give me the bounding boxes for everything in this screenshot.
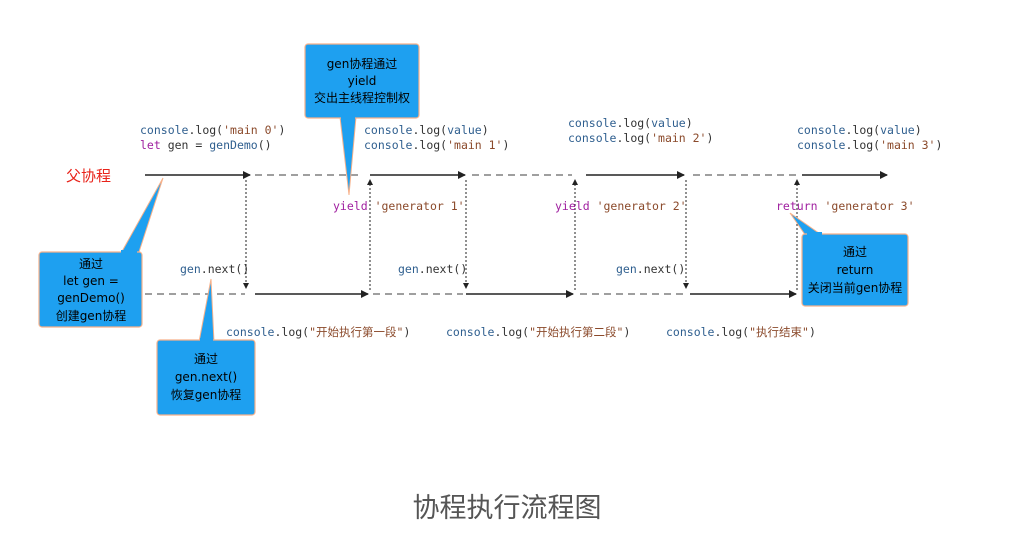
code-gen-next-1: gen.next() <box>180 262 249 276</box>
callout-close-gen-box <box>801 233 909 307</box>
code-log-start-1: console.log("开始执行第一段") <box>226 325 410 339</box>
callout-yield-control-line-2: yield <box>348 74 377 88</box>
callout-yield-control-tail <box>339 116 357 196</box>
code-log-value-1: console.log(value) <box>364 123 489 137</box>
code-main1-log: console.log('main 1') <box>364 138 509 152</box>
callout-resume-gen-tail <box>198 278 215 343</box>
callout-create-gen: 通过 let gen = genDemo() 创建gen协程 <box>38 177 164 328</box>
callout-create-gen-line-1: 通过 <box>79 257 103 271</box>
code-yield-1: yield 'generator 1' <box>333 199 465 213</box>
code-gen-next-2: gen.next() <box>398 262 467 276</box>
code-log-value-2: console.log(value) <box>568 116 693 130</box>
callout-create-gen-box <box>38 251 143 328</box>
code-return-3: return 'generator 3' <box>776 199 915 213</box>
callout-yield-control: gen协程通过 yield 交出主线程控制权 <box>304 43 420 196</box>
callout-yield-control-box <box>304 43 420 119</box>
code-main0-log: console.log('main 0') <box>140 123 285 137</box>
callout-close-gen-line-1: 通过 <box>843 245 867 259</box>
code-log-value-3: console.log(value) <box>797 123 922 137</box>
code-log-end: console.log("执行结束") <box>666 325 816 339</box>
parent-coroutine-label: 父协程 <box>66 167 111 185</box>
code-main3-log: console.log('main 3') <box>797 138 942 152</box>
callout-resume-gen-line-2: gen.next() <box>175 370 237 384</box>
callout-resume-gen: 通过 gen.next() 恢复gen协程 <box>156 278 256 416</box>
callout-close-gen: 通过 return 关闭当前gen协程 <box>789 212 909 307</box>
code-gen-next-3: gen.next() <box>616 262 685 276</box>
callout-create-gen-line-2: let gen = <box>63 274 119 288</box>
code-create-gen: let gen = genDemo() <box>140 138 272 152</box>
callout-resume-gen-line-3: 恢复gen协程 <box>171 387 242 402</box>
code-yield-2: yield 'generator 2' <box>555 199 687 213</box>
code-main2-log: console.log('main 2') <box>568 131 713 145</box>
code-log-start-2: console.log("开始执行第二段") <box>446 325 630 339</box>
callout-resume-gen-line-1: 通过 <box>194 352 218 366</box>
callout-yield-control-line-3: 交出主线程控制权 <box>314 90 410 105</box>
callout-yield-control-line-1: gen协程通过 <box>327 56 398 71</box>
callout-create-gen-line-4: 创建gen协程 <box>56 308 127 323</box>
diagram-caption: 协程执行流程图 <box>412 493 602 524</box>
callout-create-gen-line-3: genDemo() <box>57 291 125 305</box>
callout-create-gen-tail <box>119 177 164 256</box>
transfer-arrows <box>243 179 800 290</box>
callout-close-gen-line-3: 关闭当前gen协程 <box>808 280 903 295</box>
callout-close-gen-line-2: return <box>837 263 874 277</box>
